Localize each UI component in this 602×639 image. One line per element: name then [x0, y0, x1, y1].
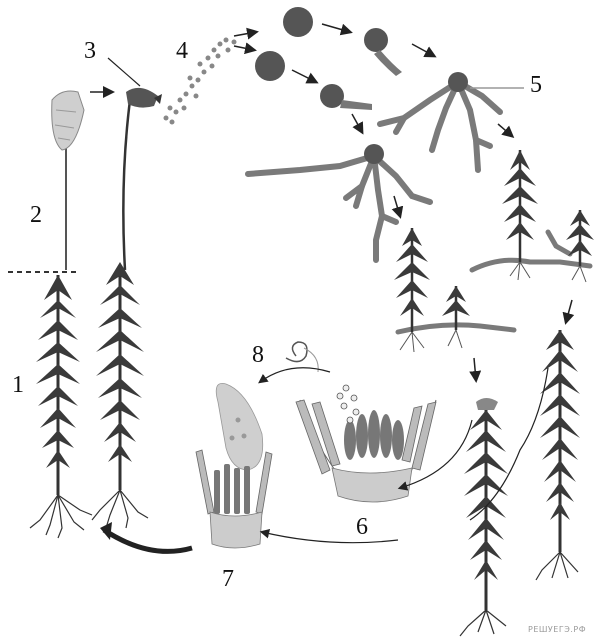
- label-2: 2: [30, 202, 42, 228]
- protonema-5-upper: [380, 82, 500, 170]
- label-1: 1: [12, 372, 24, 398]
- label-8: 8: [252, 342, 264, 368]
- watermark: РЕШУЕГЭ.РФ: [528, 625, 586, 634]
- arrow-protonema-upper: [498, 124, 512, 136]
- sporophyte-2: [52, 91, 84, 270]
- young-shoots-right: [472, 150, 594, 282]
- arrow-to-female: [474, 358, 476, 380]
- label-7: 7: [222, 566, 234, 592]
- moss-plant-male: [536, 330, 580, 580]
- protonema-lower-spore: [364, 144, 384, 164]
- arrow-male-curve: [470, 368, 548, 520]
- arrow-sperm-to-egg: [260, 368, 330, 382]
- arrow-to-male: [566, 300, 572, 322]
- protonema-lower: [248, 156, 430, 260]
- archegonia-7: [196, 383, 272, 548]
- moss-plant-1: [8, 272, 92, 538]
- label-5: 5: [530, 72, 542, 98]
- arrow-protonema-lower: [394, 196, 400, 216]
- arrow-to-archegonia: [262, 532, 398, 543]
- label-4: 4: [176, 38, 188, 64]
- pointer-3: [108, 58, 140, 86]
- label-6: 6: [356, 514, 368, 540]
- arrow-spores-a: [234, 32, 256, 36]
- protonema-5-spore: [448, 72, 468, 92]
- arrow-archegonia-to-plant: [104, 530, 192, 551]
- spores-4: [164, 38, 237, 125]
- antheridia-6: [296, 385, 436, 502]
- moss-plant-3: [92, 88, 162, 528]
- label-3: 3: [84, 38, 96, 64]
- young-shoots-middle: [394, 228, 514, 352]
- arrow-spores-b: [234, 46, 254, 50]
